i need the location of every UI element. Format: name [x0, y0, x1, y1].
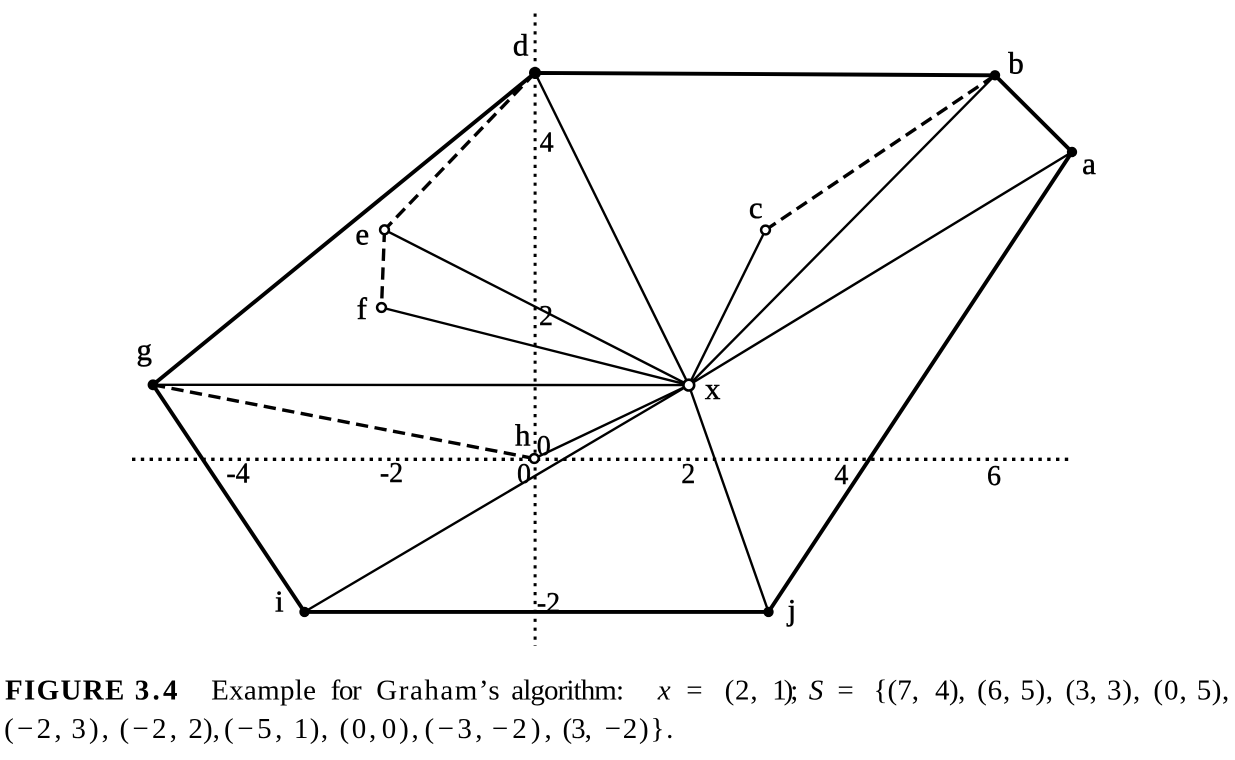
svg-text:−2),: −2), — [492, 713, 552, 745]
svg-text:0: 0 — [517, 459, 531, 490]
svg-text:f: f — [357, 291, 368, 326]
svg-text:Example: Example — [211, 675, 316, 707]
svg-text:h: h — [515, 417, 531, 452]
svg-text:d: d — [513, 27, 529, 62]
svg-text:-2: -2 — [537, 588, 560, 619]
svg-text:0: 0 — [537, 431, 551, 462]
svg-text:1),: 1), — [294, 713, 328, 745]
svg-text:a: a — [1082, 146, 1096, 181]
svg-text:3),: 3), — [1107, 675, 1140, 707]
svg-text:e: e — [355, 217, 369, 252]
svg-text:(−2,: (−2, — [120, 713, 178, 745]
svg-text:5),: 5), — [1197, 675, 1230, 707]
svg-text:4: 4 — [834, 460, 848, 491]
svg-text:−2)}.: −2)}. — [605, 713, 674, 745]
svg-text:{(7,: {(7, — [874, 675, 920, 707]
svg-text:2: 2 — [539, 301, 553, 332]
svg-text:(2,: (2, — [725, 675, 758, 707]
svg-text:(−2,: (−2, — [4, 713, 62, 745]
svg-text:FIGURE: FIGURE — [5, 675, 124, 707]
svg-text:2: 2 — [681, 459, 695, 490]
svg-text:4: 4 — [540, 127, 554, 158]
svg-text:(3,: (3, — [563, 713, 592, 745]
svg-text:3.4: 3.4 — [135, 675, 178, 707]
svg-text:2),: 2), — [188, 713, 220, 745]
svg-text:-4: -4 — [226, 459, 249, 490]
svg-text:(0,: (0, — [340, 713, 377, 745]
svg-text:algorithm:: algorithm: — [511, 675, 624, 707]
svg-text:(6,: (6, — [977, 675, 1010, 707]
svg-text:(−3,: (−3, — [425, 713, 483, 745]
svg-text:j: j — [787, 592, 797, 627]
svg-text:i: i — [275, 584, 284, 619]
svg-text:x: x — [657, 675, 671, 707]
svg-text:0),: 0), — [382, 713, 419, 745]
svg-text:=: = — [686, 675, 702, 707]
svg-text:-2: -2 — [380, 458, 403, 489]
svg-text:Graham’s: Graham’s — [376, 675, 499, 707]
svg-text:c: c — [749, 190, 763, 225]
svg-text:(3,: (3, — [1066, 675, 1097, 707]
svg-text:(0,: (0, — [1153, 675, 1186, 707]
svg-text:=: = — [837, 675, 853, 707]
svg-text:6: 6 — [987, 461, 1001, 492]
svg-text:for: for — [331, 675, 362, 707]
svg-text:x: x — [705, 371, 721, 406]
svg-text:(−5,: (−5, — [224, 713, 282, 745]
svg-text:b: b — [1008, 46, 1024, 81]
svg-text:1);: 1); — [772, 675, 798, 707]
svg-text:3),: 3), — [71, 713, 109, 745]
svg-text:4),: 4), — [935, 675, 965, 707]
svg-text:g: g — [137, 332, 153, 367]
svg-text:S: S — [809, 675, 824, 707]
svg-text:5),: 5), — [1020, 675, 1053, 707]
